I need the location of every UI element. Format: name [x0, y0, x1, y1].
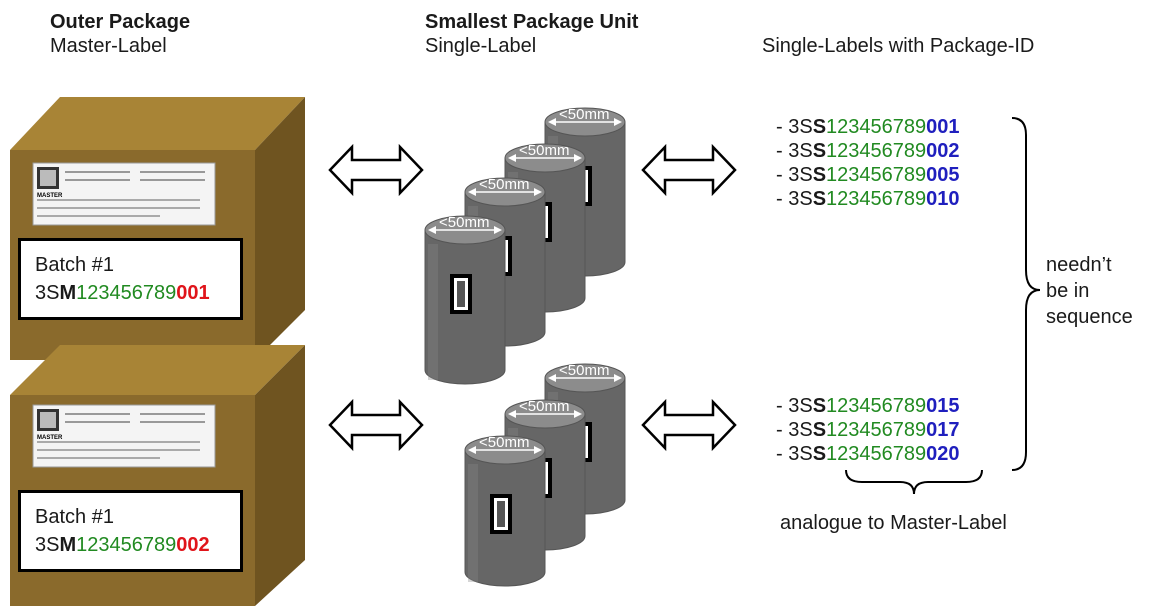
outer-package-title: Outer Package [50, 11, 191, 33]
list-item: - 3SS123456789002 [776, 140, 960, 162]
double-arrow-3 [328, 398, 424, 452]
master-package-id: 3SM123456789002 [35, 534, 210, 556]
diameter-label: <50mm [559, 362, 609, 379]
list-item: - 3SS123456789001 [776, 116, 960, 138]
master-thumb-text-2: MASTER [37, 435, 63, 441]
diameter-label: <50mm [559, 106, 609, 123]
analogue-note: analogue to Master-Label [780, 512, 1007, 534]
single-labels-header: Single-Labels with Package-ID [762, 35, 1035, 57]
master-label-thumbnail-1 [32, 162, 216, 226]
double-arrow-4 [641, 398, 737, 452]
master-label-subtitle: Master-Label [50, 35, 167, 57]
smallest-unit-title: Smallest Package Unit [425, 11, 639, 33]
smallest-unit-header: Smallest Package Unit Single-Label [425, 10, 638, 58]
list-item: - 3SS123456789005 [776, 164, 960, 186]
diameter-label: <50mm [479, 176, 529, 193]
single-label-list-1: - 3SS123456789001 - 3SS123456789002 - 3S… [776, 115, 960, 211]
bottom-curly-brace [845, 469, 983, 495]
master-package-id: 3SM123456789001 [35, 282, 210, 304]
batch-label: Batch #1 [35, 506, 114, 528]
sequence-note: needn’t be in sequence [1046, 254, 1133, 328]
diameter-label: <50mm [519, 398, 569, 415]
single-label-subtitle: Single-Label [425, 35, 537, 57]
master-label-batch-2: Batch #1 3SM123456789002 [18, 490, 243, 572]
double-arrow-2 [641, 143, 737, 197]
cylinder-7: <50mm [464, 434, 546, 587]
list-item: - 3SS123456789020 [776, 443, 960, 465]
cylinder-stack-1: <50mm <50mm <50mm <50mm [424, 106, 626, 385]
batch-label: Batch #1 [35, 254, 114, 276]
master-label-thumbnail-2 [32, 404, 216, 468]
outer-box-1 [10, 97, 305, 360]
double-arrow-1 [328, 143, 424, 197]
list-item: - 3SS123456789015 [776, 395, 960, 417]
single-label-list-2: - 3SS123456789015 - 3SS123456789017 - 3S… [776, 394, 960, 466]
cylinder-4: <50mm [424, 214, 506, 385]
right-curly-brace [1011, 117, 1041, 471]
master-label-batch-1: Batch #1 3SM123456789001 [18, 238, 243, 320]
list-item: - 3SS123456789010 [776, 188, 960, 210]
outer-package-header: Outer Package Master-Label [50, 10, 190, 58]
list-item: - 3SS123456789017 [776, 419, 960, 441]
diameter-label: <50mm [519, 142, 569, 159]
cylinder-stack-2: <50mm <50mm <50mm [464, 362, 626, 587]
master-thumb-text-1: MASTER [37, 193, 63, 199]
diameter-label: <50mm [479, 434, 529, 451]
diameter-label: <50mm [439, 214, 489, 231]
